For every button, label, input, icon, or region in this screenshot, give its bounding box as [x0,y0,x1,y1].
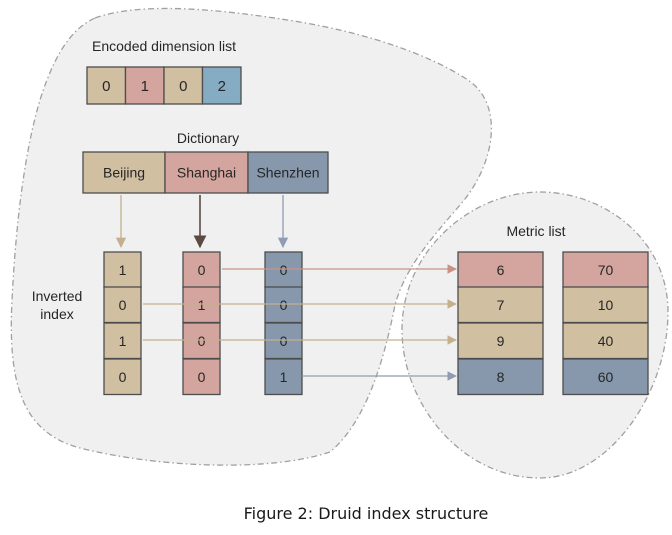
metric-col0-row3-box [457,358,544,396]
dictionary-entry-beijing-label: Beijing [103,165,145,181]
encoded-cell-3-label: 2 [218,78,226,95]
metric-col1-row1: 10 [562,286,649,324]
index-col1-row3-label: 0 [198,369,206,385]
dictionary-entry-beijing-box [82,151,166,194]
encoded-cell-0-label: 0 [102,78,110,95]
index-col2-row3-box [264,358,303,396]
index-col1-row2: 0 [182,322,221,360]
index-col2-row0-label: 0 [280,262,288,278]
index-col0-row3: 0 [103,358,142,396]
metric-col1-row2-label: 40 [598,333,614,349]
index-col0-row3-box [103,358,142,396]
metric-col1-row3-box [562,358,649,396]
metric-col0-row1-label: 7 [497,297,505,313]
encoded-cell-2: 0 [163,66,204,105]
index-col2-row3-label: 1 [280,369,288,385]
dictionary-entry-shenzhen: Shenzhen [247,151,329,194]
encoded-cell-1: 1 [124,66,165,105]
encoded-cell-3: 2 [201,66,242,105]
encoded-cell-1-label: 1 [141,78,149,95]
metric-col1-row0: 70 [562,251,649,289]
index-col0-row2-label: 1 [119,333,127,349]
encoded-cell-3-box [201,66,242,105]
dictionary-entry-shanghai: Shanghai [164,151,249,194]
metric-col0-row3-label: 8 [497,369,505,385]
dictionary-to-index-arrows [115,195,289,249]
encoded-cell-0: 0 [86,66,127,105]
metric-col0-row2-label: 9 [497,333,505,349]
encoded-dimension-list: 0 1 0 2 [86,66,242,105]
index-col1-row0: 0 [182,251,221,289]
index-col1-row2-box [182,322,221,360]
metric-col0-row2-box [457,322,544,360]
figure-caption: Figure 2: Druid index structure [244,504,489,523]
index-to-metric-arrows [143,264,457,381]
metric-col0-row0: 6 [457,251,544,289]
dictionary-entry-shenzhen-box [247,151,329,194]
index-col2-row2: 0 [264,322,303,360]
index-col2-row3: 1 [264,358,303,396]
index-col1-row1-label: 1 [198,297,206,313]
metric-col1-row0-box [562,251,649,289]
metric-col1-row2: 40 [562,322,649,360]
dictionary-entry-beijing: Beijing [82,151,166,194]
index-col0-row0-label: 1 [119,262,127,278]
metric-col0-row0-label: 6 [497,262,505,278]
index-col2-row2-box [264,322,303,360]
metric-col1-row1-label: 10 [598,297,614,313]
metric-col1-row0-label: 70 [598,262,614,278]
index-col0-row1: 0 [103,286,142,324]
metric-col0-row2: 9 [457,322,544,360]
index-col2-row0: 0 [264,251,303,289]
dictionary-entry-shanghai-label: Shanghai [177,165,236,181]
index-col0-row2: 1 [103,322,142,360]
metric-col0-row3: 8 [457,358,544,396]
metric-col1-row3-label: 60 [598,369,614,385]
index-col1-row3-box [182,358,221,396]
inverted-index: 1 0 1 0 0 1 0 0 0 0 0 1 [103,251,303,396]
encoded-cell-2-label: 0 [179,78,187,95]
index-col2-row2-label: 0 [280,333,288,349]
metric-col0-row0-box [457,251,544,289]
index-col0-row3-label: 0 [119,369,127,385]
encoded-cell-2-box [163,66,204,105]
dictionary-entry-shenzhen-label: Shenzhen [256,165,319,181]
index-col0-row0: 1 [103,251,142,289]
index-col0-row1-label: 0 [119,297,127,313]
index-col1-row2-label: 0 [198,333,206,349]
index-col0-row0-box [103,251,142,289]
metric-list: 6 7 9 8 70 10 40 60 [457,251,649,396]
dictionary: Beijing Shanghai Shenzhen [82,151,329,194]
index-col1-row0-label: 0 [198,262,206,278]
metric-col0-row1: 7 [457,286,544,324]
encoded-dimension-list-title: Encoded dimension list [92,38,236,54]
index-col0-row2-box [103,322,142,360]
index-col2-row1-label: 0 [280,297,288,313]
index-col2-row1: 0 [264,286,303,324]
index-col1-row1: 1 [182,286,221,324]
inverted-index-label-line2: index [40,306,73,322]
index-col2-row1-box [264,286,303,324]
inverted-index-label-line1: Inverted [32,288,83,304]
index-col1-row3: 0 [182,358,221,396]
dictionary-title: Dictionary [177,130,239,146]
metric-col1-row3: 60 [562,358,649,396]
metric-list-title: Metric list [506,223,565,239]
